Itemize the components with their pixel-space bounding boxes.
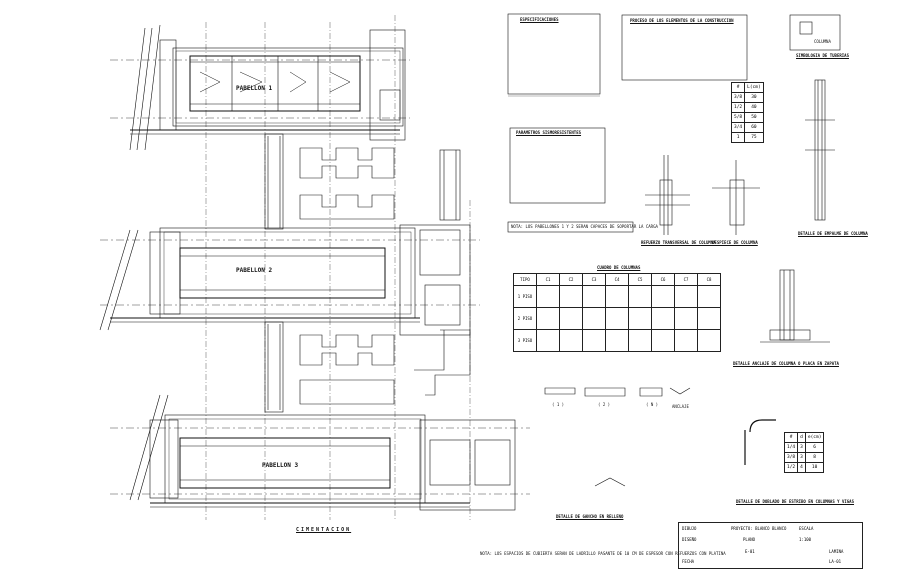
hook-table-cell: 8 [804,452,825,463]
doblado-estribo-label: DETALLE DE DOBLADO DE ESTRIBO EN COLUMNA… [736,499,855,504]
col-header: C3 [582,273,606,286]
procedure-title: PROCESO DE LOS ELEMENTOS DE LA CONSTRUCC… [630,18,734,23]
col-header: C4 [605,273,629,286]
structural-note-box [509,127,606,204]
structural-title: PARAMETROS SISMORESISTENTES [516,130,582,135]
gancho-relleno-label: DETALLE DE GANCHO EN RELLENO [556,514,624,519]
grid-axes [205,15,471,520]
hook-table-cell: 1/4 [783,442,799,453]
table-row-label: 1 PISO [513,285,537,308]
bar-table-cell: 50 [744,112,764,123]
hook-table-cell: 6 [804,442,825,453]
hook-table-cell: 10 [804,462,825,473]
legend-title: SIMBOLOGIA DE TUBERIAS [796,53,849,58]
col-header: C8 [697,273,721,286]
legend-box [789,14,841,51]
bar-table-cell: 1/2 [730,102,746,113]
pabellones-note-box [507,221,634,233]
plan-title: CIMENTACION [296,527,352,533]
diagram-mark-1: ( 1 ) [552,402,565,407]
bar-table-cell: 75 [744,132,764,143]
pavilion-3-plan [110,394,530,511]
bar-table-cell: 5/8 [730,112,746,123]
diagram-mark-n: ( N ) [646,402,659,407]
anclaje-detail-label: DETALLE ANCLAJE DE COLUMNA O PLACA EN ZA… [733,361,839,366]
pabellones-note: NOTA: LOS PABELLONES 1 Y 2 SERAN CAPACES… [511,224,658,229]
anclaje-label: ANCLAJE [672,404,689,409]
legend-item: COLUMNA [814,39,831,44]
bar-table-header: L(cm) [744,82,764,93]
diagram-mark-2: ( 2 ) [598,402,611,407]
hook-table-header: d [797,432,806,443]
refuerzo-transversal-label: REFUERZO TRANSVERSAL DE COLUMNA [641,240,716,245]
col-header: TIPO [513,273,537,286]
corridor-1-2 [264,133,461,230]
hook-table-cell: 4 [797,462,806,473]
col-header: C7 [674,273,698,286]
footnote: NOTA: LOS ESPACIOS DE CUBIERTA SERAN DE … [480,551,726,556]
drawn-label: DIBUJO [682,526,697,531]
hook-table-header: e(cm) [804,432,825,443]
bar-table-cell: 3/8 [730,92,746,103]
bar-table-cell: 40 [744,102,764,113]
pavilion-2-plan [99,224,480,336]
corridor-2-3 [264,321,471,413]
specs-title: ESPECIFICACIONES [520,17,559,22]
hook-table-cell: 3/8 [783,452,799,463]
column-symbol [799,21,813,35]
col-header: C2 [559,273,583,286]
bar-table-cell: 60 [744,122,764,133]
project-name: PROYECTO: BLANCO BLANCO [731,526,787,531]
despiece-columna-label: DESPIECE DE COLUMNA [712,240,758,245]
design-label: DISEÑO [682,537,697,542]
hook-table-cell: 3 [797,442,806,453]
columns-table-title: CUADRO DE COLUMNAS [597,265,641,270]
hook-table-header: # [783,432,799,443]
columns-table: TIPO C1 C2 C3 C4 C5 C6 C7 C8 1 PISO 2 PI… [513,273,721,352]
table-row-label: 3 PISO [513,329,537,352]
col-header: C6 [651,273,675,286]
procedure-note-box [621,14,748,81]
sheet-label: LAMINA [829,549,844,554]
scale-value: 1:100 [799,537,812,542]
hook-table-cell: 1/2 [783,462,799,473]
sheet-code: E-01 [745,549,755,554]
col-header: C1 [536,273,560,286]
date-label: FECHA [682,559,695,564]
bar-table-header: # [730,82,746,93]
rebar-details [544,79,835,487]
sheet-number: LA-01 [829,559,842,564]
hook-table-cell: 3 [797,452,806,463]
bar-table-cell: 30 [744,92,764,103]
scale-label: ESCALA [799,526,814,531]
sheet-name: PLANO [743,537,756,542]
pavilion-3-label: PABELLON 3 [262,462,299,469]
bar-table-cell: 3/4 [730,122,746,133]
title-block: PROYECTO: BLANCO BLANCO PLANO E-01 ESCAL… [678,522,863,569]
col-header: C5 [628,273,652,286]
specs-note-box [507,13,601,95]
pavilion-1-label: PABELLON 1 [236,85,273,92]
table-row-label: 2 PISO [513,307,537,330]
pavilion-2-label: PABELLON 2 [236,267,273,274]
bar-table-cell: 1 [730,132,746,143]
empalme-label: DETALLE DE EMPALME DE COLUMNA [798,231,868,236]
